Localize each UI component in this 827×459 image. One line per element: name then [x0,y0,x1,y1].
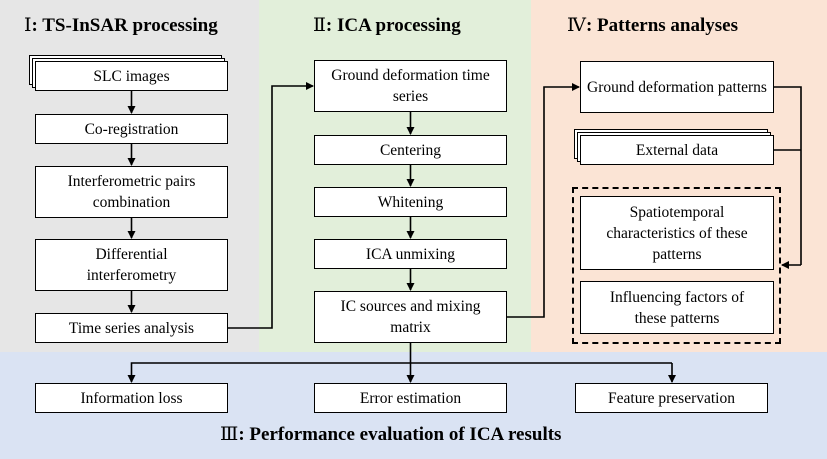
box-whitening: Whitening [314,187,507,217]
roman-numeral: Ⅰ [24,15,32,36]
roman-numeral: Ⅱ [313,15,326,36]
panel-title-performance: Ⅲ: Performance evaluation of ICA results [220,423,561,446]
title-text: : Patterns analyses [585,15,738,36]
box-error-estimation: Error estimation [314,383,507,413]
roman-numeral: Ⅳ [567,15,586,36]
box-time-series-analysis: Time series analysis [35,313,228,343]
title-text: : Performance evaluation of ICA results [238,424,562,445]
box-differential-interferometry: Differential interferometry [35,239,228,291]
box-feature-preservation: Feature preservation [575,383,768,413]
title-text: : TS-InSAR processing [31,15,218,36]
panel-title-patterns: Ⅳ: Patterns analyses [567,14,738,37]
box-external-data: External data [580,135,774,165]
box-ica-unmixing: ICA unmixing [314,239,507,269]
box-ground-deformation-patterns: Ground deformation patterns [580,61,774,113]
box-ic-sources-mixing-matrix: IC sources and mixing matrix [314,291,507,343]
box-co-registration: Co-registration [35,114,228,144]
box-centering: Centering [314,135,507,165]
panel-title-ts-insar: Ⅰ: TS-InSAR processing [24,14,218,37]
box-information-loss: Information loss [35,383,228,413]
title-text: : ICA processing [325,15,461,36]
box-influencing-factors: Influencing factors of these patterns [580,281,774,334]
box-slc-images: SLC images [35,61,228,91]
roman-numeral: Ⅲ [220,424,239,445]
box-ground-deformation-time-series: Ground deformation time series [314,60,507,112]
box-spatiotemporal-characteristics: Spatiotemporal characteristics of these … [580,196,774,270]
panel-title-ica: Ⅱ: ICA processing [313,14,461,37]
box-interferometric-pairs: Interferometric pairs combination [35,166,228,218]
